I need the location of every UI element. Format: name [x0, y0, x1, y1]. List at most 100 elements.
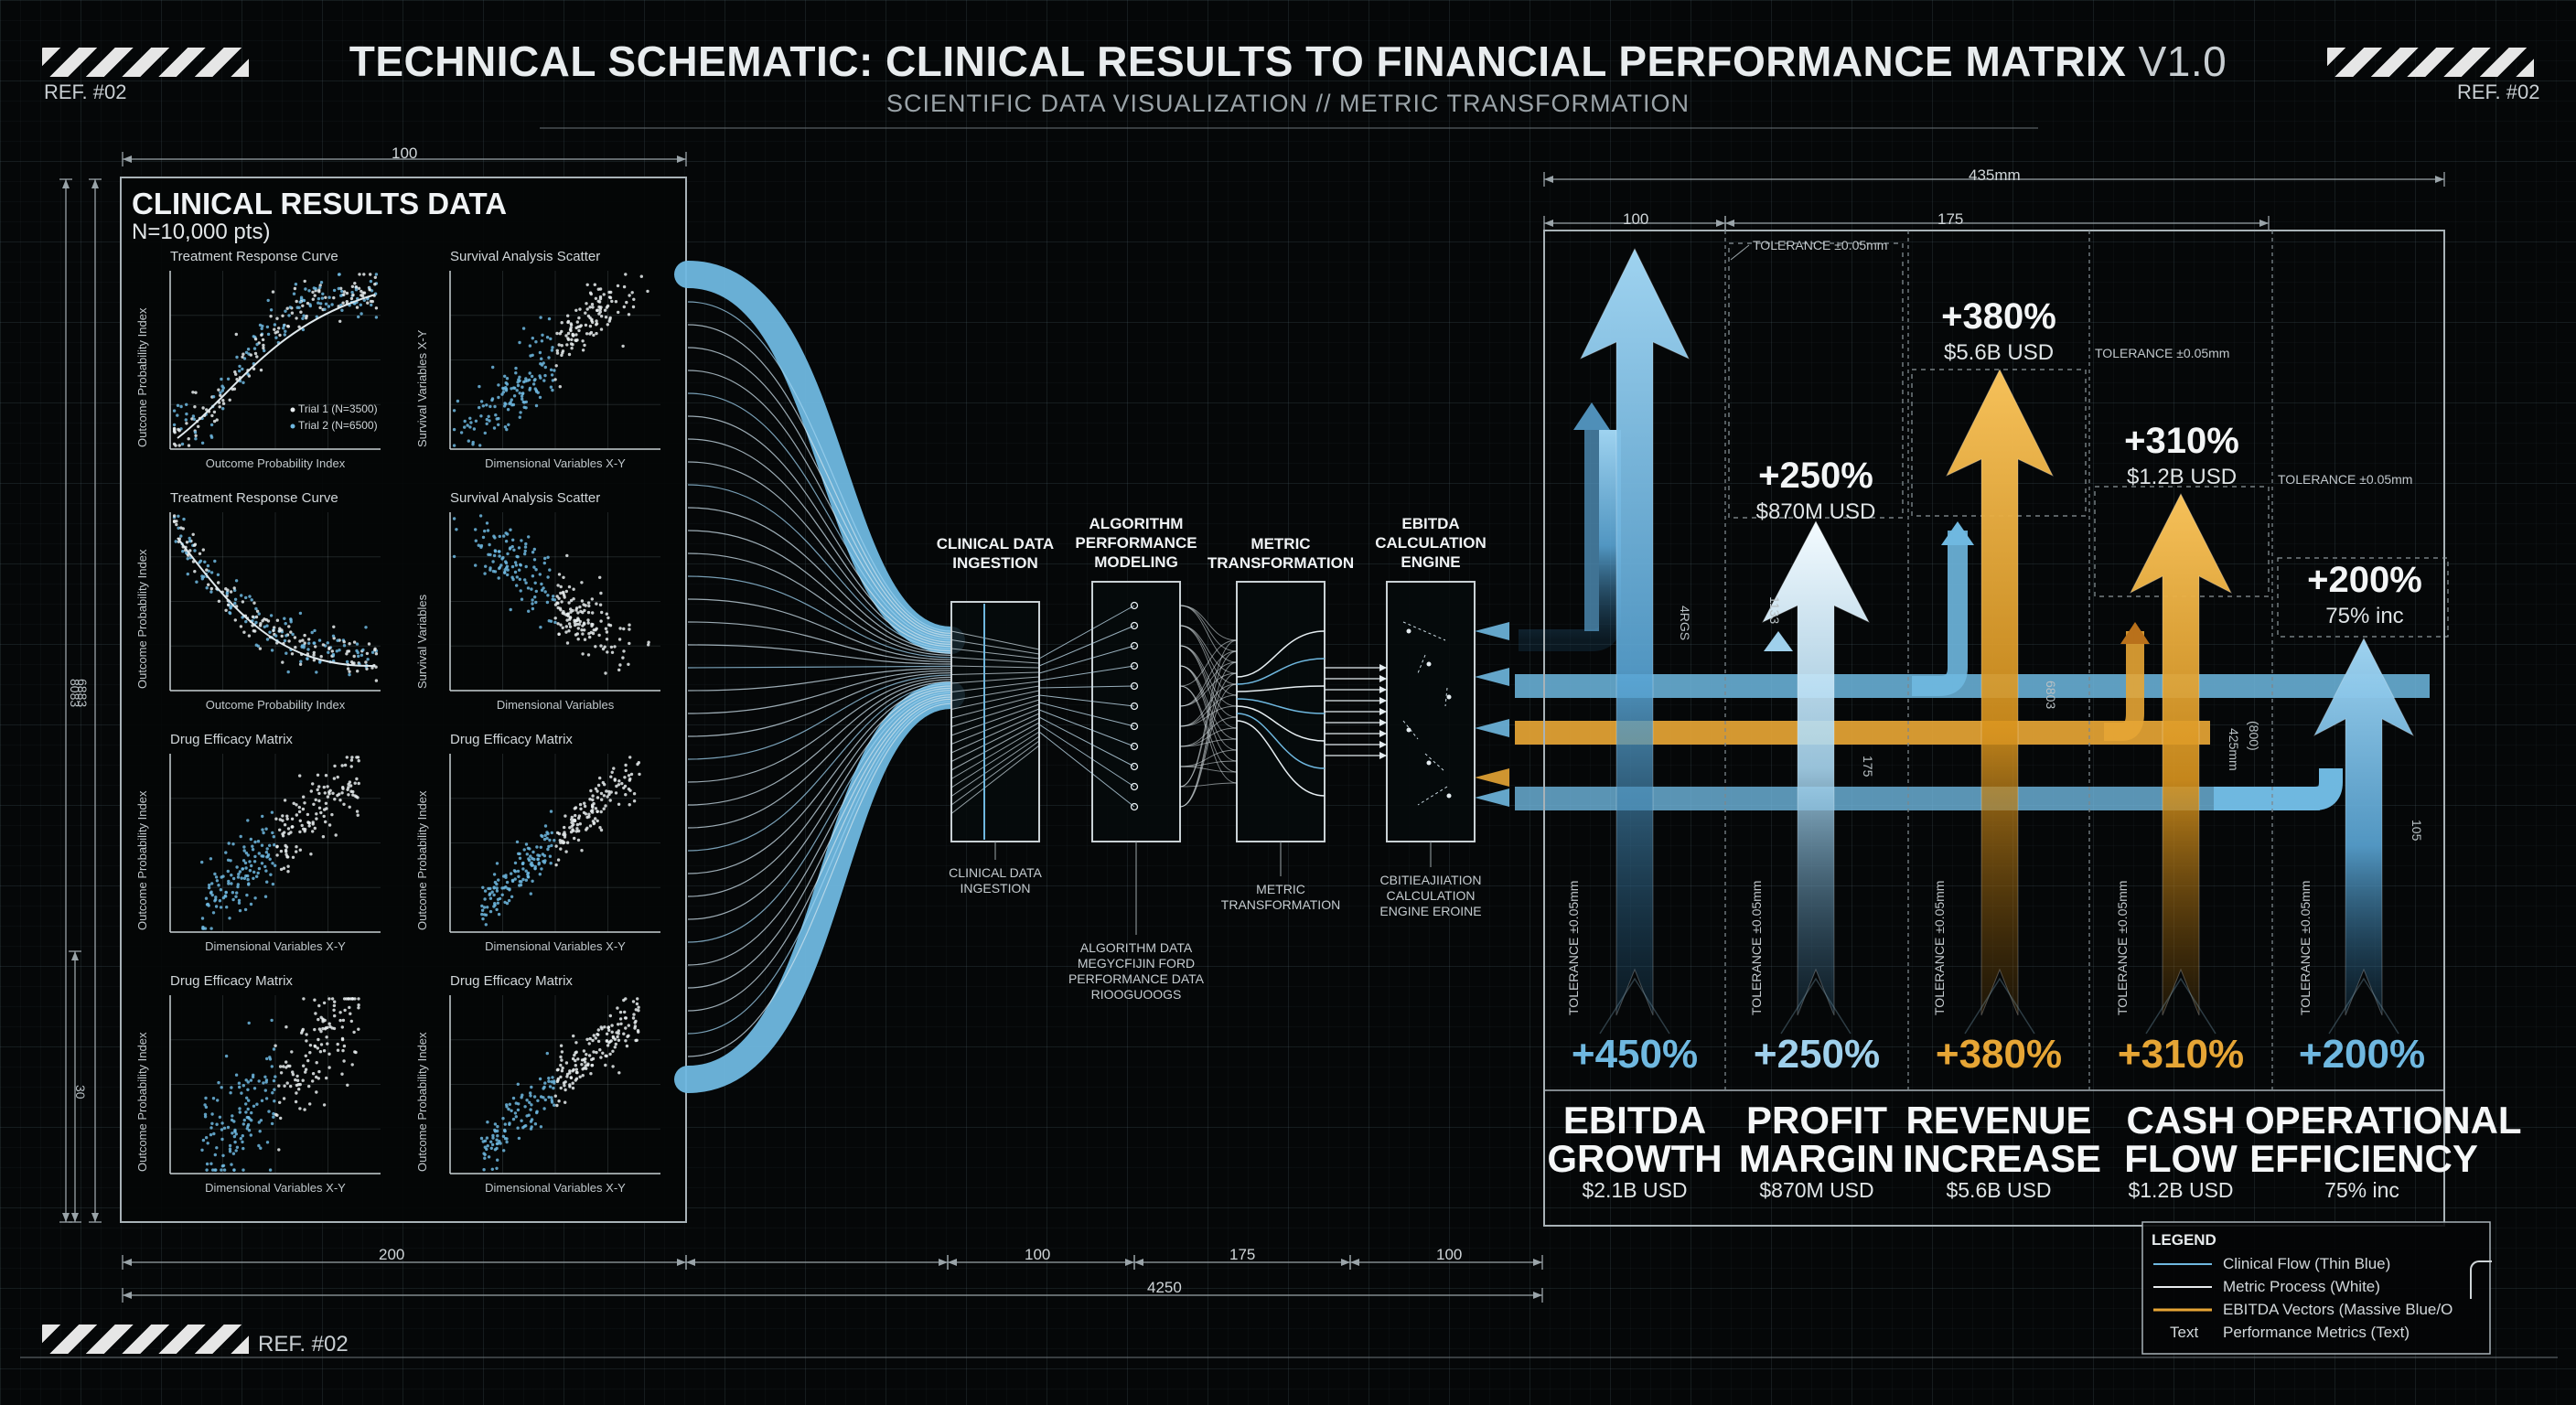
plot-point — [176, 413, 179, 417]
plot-point — [327, 650, 330, 654]
dim-v2: 1133 — [1767, 596, 1782, 625]
plot-point — [237, 898, 242, 903]
plot-point — [586, 653, 591, 657]
plot-point — [598, 295, 603, 299]
plot-point — [293, 286, 297, 291]
plot-point — [349, 789, 353, 793]
plot-point — [370, 299, 374, 304]
plot-point — [350, 1063, 354, 1067]
plot-point — [357, 654, 360, 659]
stage-wire — [950, 694, 1040, 719]
plot-point — [486, 1121, 489, 1124]
plot-point — [606, 795, 609, 799]
plot-point — [340, 308, 344, 312]
plot-point — [294, 283, 298, 286]
plot-point — [340, 764, 344, 767]
ref-top-left: REF. #02 — [44, 80, 127, 103]
plot-point — [278, 828, 282, 831]
plot-point — [315, 817, 318, 820]
plot-point — [265, 638, 270, 641]
plot-point — [357, 997, 360, 1001]
plot-point — [565, 841, 570, 844]
plot-point — [575, 320, 579, 324]
plot-point — [452, 427, 456, 432]
plot-point — [582, 1049, 586, 1053]
stage-wire-arrow — [1379, 708, 1387, 715]
legend-title: LEGEND — [2152, 1231, 2216, 1249]
plot-point — [518, 415, 521, 419]
fan-wire — [687, 347, 952, 637]
plot-point — [506, 573, 510, 577]
metric-arrow-tail — [2145, 977, 2216, 1035]
plot-point — [313, 998, 317, 1002]
plot-point — [241, 1134, 244, 1138]
plot-y-label: Outcome Probability Index — [415, 1032, 429, 1172]
plot-point — [486, 1144, 489, 1148]
plot-point — [261, 338, 265, 342]
plot-point — [515, 840, 520, 844]
plot-point — [311, 1072, 316, 1076]
plot-point — [513, 561, 518, 564]
plot-point — [193, 405, 197, 409]
plot-point — [572, 587, 575, 591]
plot-point — [550, 349, 554, 352]
plot-point — [512, 869, 517, 873]
plot-point — [494, 413, 498, 417]
plot-point — [312, 650, 316, 655]
pipeline-stage-label: ALGORITHM PERFORMANCE MODELING — [1075, 515, 1197, 571]
stage-node — [1130, 802, 1139, 811]
plot-point — [596, 783, 601, 788]
plot-point — [317, 1077, 320, 1080]
plot-point — [529, 1091, 532, 1095]
plot-point — [200, 574, 204, 578]
plot-point — [608, 1014, 612, 1018]
plot-point — [540, 582, 543, 586]
plot-point — [259, 1119, 263, 1122]
pipeline-stage-label: CLINICAL DATA INGESTION — [936, 535, 1055, 572]
plot-point — [242, 1146, 245, 1151]
plot-point — [497, 576, 500, 580]
plot-point — [589, 330, 594, 335]
plot-point — [624, 763, 628, 767]
plot-point — [628, 294, 631, 297]
plot-point — [234, 579, 239, 583]
plot-point — [258, 647, 263, 650]
metric-arrow-body — [2129, 492, 2233, 1016]
plot-point — [313, 1044, 317, 1048]
plot-point — [610, 1024, 614, 1027]
plot-point — [492, 553, 497, 558]
plot-point — [245, 1096, 249, 1100]
plot-point — [527, 1113, 531, 1117]
plot-point — [502, 874, 506, 878]
plot-point — [211, 911, 216, 915]
stage-wire — [1179, 605, 1238, 663]
plot-point — [282, 327, 285, 330]
dim-total-line — [122, 1288, 1543, 1303]
plot-point — [247, 883, 251, 886]
plot-point — [647, 643, 650, 647]
plot-point — [311, 290, 315, 295]
plot-point — [260, 327, 263, 330]
plot-point — [628, 641, 631, 646]
plot-point — [510, 398, 513, 402]
plot-point — [510, 544, 514, 549]
plot-point — [217, 1080, 220, 1085]
plot-point — [218, 1115, 222, 1120]
plot-point — [606, 1025, 610, 1030]
plot-point — [185, 541, 189, 544]
plot-point — [284, 329, 287, 333]
plot-point — [583, 608, 586, 613]
plot-point — [521, 400, 525, 404]
plot-point — [572, 597, 575, 601]
plot-point — [496, 1134, 499, 1138]
plot-point — [214, 905, 219, 908]
stage-wire — [1038, 702, 1135, 727]
plot-point — [271, 831, 274, 835]
stage-wire — [1038, 645, 1135, 674]
plot-point — [510, 1109, 513, 1113]
plot-point — [250, 863, 253, 868]
plot-point — [605, 306, 609, 309]
plot-point — [177, 514, 180, 518]
plot-point — [283, 823, 287, 827]
plot-point — [597, 300, 602, 304]
